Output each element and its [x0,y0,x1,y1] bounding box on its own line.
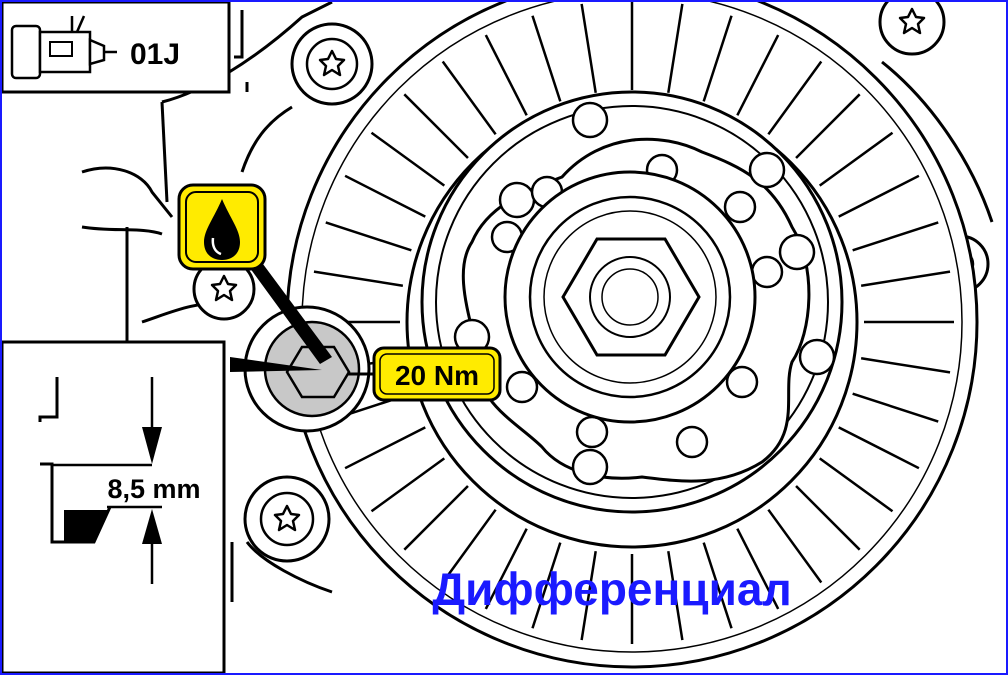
crown-wheel-tooth [667,550,684,641]
crown-wheel-tooth [852,392,939,423]
cage-bolt-hole [798,338,836,376]
crown-wheel-tooth [795,93,861,159]
oil-badge [177,183,267,271]
crown-wheel-tooth [580,3,597,94]
cage-inner-hole [675,425,709,459]
crown-wheel-tooth [767,508,823,584]
crown-wheel-tooth [667,3,684,94]
crown-wheel-tooth [531,15,562,102]
cage-bolt-hole [571,448,609,486]
crown-wheel-tooth [818,457,894,513]
crown-wheel-tooth [736,34,780,116]
crown-wheel-tooth [818,131,894,187]
crown-wheel-tooth [370,457,446,513]
bolt-top-left [290,22,374,106]
crown-wheel-tooth [736,528,780,610]
bolt-bottom-left [243,475,331,563]
crown-wheel-tooth [580,550,597,641]
bolt-top-right [878,2,946,56]
crown-wheel-tooth [403,93,469,159]
leader-lines [230,256,382,376]
crown-wheel-tooth [484,528,528,610]
fill-level-inset: 8,5 mm [2,340,226,673]
crown-wheel-tooth [860,357,951,374]
title-label: Дифференциал [432,563,792,615]
crown-wheel-tooth [838,174,920,218]
crown-wheel-tooth [441,508,497,584]
crown-wheel-tooth [344,426,426,470]
crown-wheel-tooth [370,131,446,187]
dimension-value: 8,5 mm [107,474,200,504]
crown-wheel-tooth [344,174,426,218]
crown-wheel-tooth [441,60,497,136]
cage-inner-hole [750,255,784,289]
crown-wheel-tooth [838,426,920,470]
hex-socket-icon [285,345,351,399]
cage-inner-hole [723,190,757,224]
crown-wheel-tooth [325,221,412,252]
crown-wheel-tooth [403,485,469,551]
crown-wheel-tooth [860,270,951,287]
gearbox-code: 01J [130,38,180,71]
gearbox-icon [10,15,117,80]
torque-value: 20 Nm [395,360,479,391]
cage-bolt-hole [498,181,536,219]
crown-wheel-tooth [702,542,733,629]
cage-bolt-hole [778,233,816,271]
cage-inner-hole [725,365,759,399]
cage-inner-hole [505,370,539,404]
torque-badge: 20 Nm [372,346,502,402]
cage-bolt-hole [748,151,786,189]
housing-outline [81,2,994,602]
crown-wheel-tooth [767,60,823,136]
crown-wheel-tooth [852,221,939,252]
crown-wheel-tooth [484,34,528,116]
axle-hub [503,170,757,424]
cage-inner-hole [575,415,609,449]
gearbox-badge: 01J [2,2,231,94]
cage-bolt-hole [571,101,609,139]
crown-wheel-tooth [702,15,733,102]
crown-wheel-tooth [313,270,404,287]
crown-wheel-tooth [795,485,861,551]
crown-wheel-tooth [531,542,562,629]
